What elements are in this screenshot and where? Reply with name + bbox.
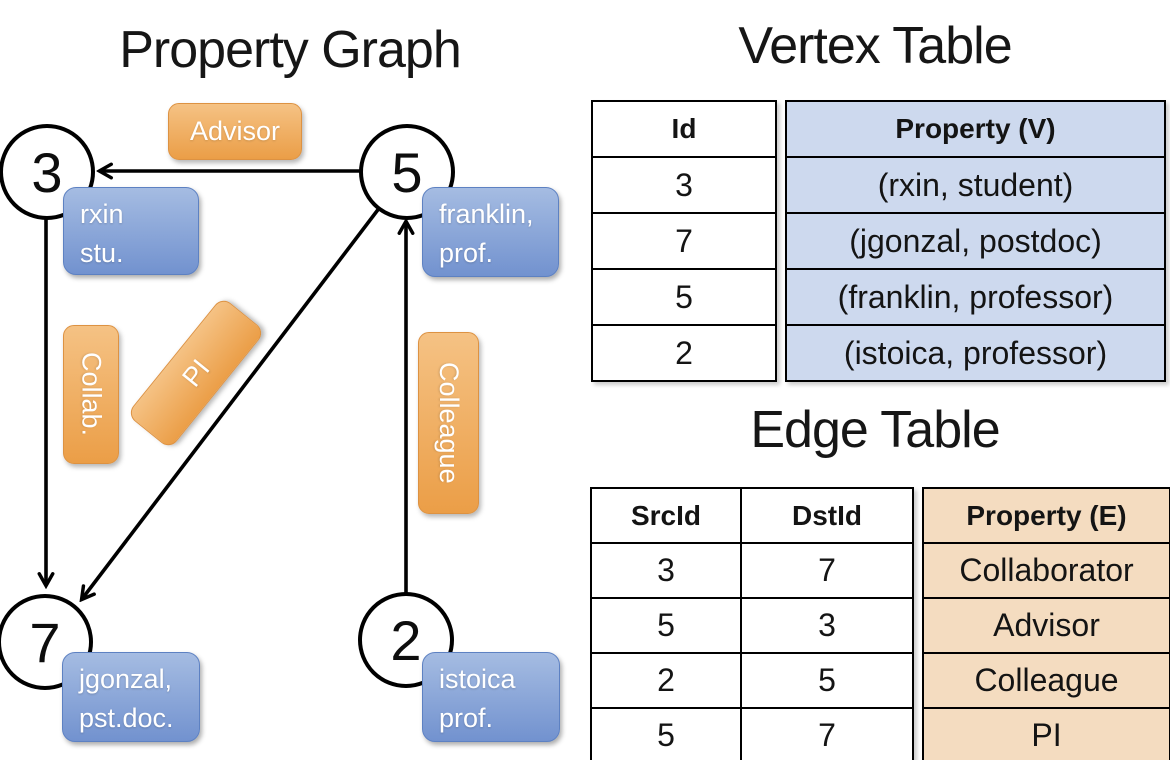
edge-table-dstid-column: DstId 7 3 5 7 xyxy=(742,489,912,760)
edge-property-cell: Advisor xyxy=(924,599,1169,654)
graph-node-3: 3 xyxy=(0,124,95,220)
edge-dst-cell: 7 xyxy=(742,544,912,599)
vertex-id-cell: 3 xyxy=(593,158,775,214)
graph-node-5: 5 xyxy=(359,124,455,220)
column-header-id: Id xyxy=(593,102,775,158)
edge-src-cell: 3 xyxy=(592,544,740,599)
vertex-id-cell: 5 xyxy=(593,270,775,326)
vertex-property-line: rxin xyxy=(80,199,124,229)
node-id-label: 5 xyxy=(391,140,423,204)
vertex-property-line: jgonzal, xyxy=(79,664,173,694)
vertex-property-line: prof. xyxy=(439,238,494,268)
vertex-table-property-column: Property (V) (rxin, student) (jgonzal, p… xyxy=(785,100,1166,382)
vertex-property-line: prof. xyxy=(439,703,494,733)
edge-dst-cell: 5 xyxy=(742,654,912,709)
column-header-srcid: SrcId xyxy=(592,489,740,544)
edge-property-cell: Collaborator xyxy=(924,544,1169,599)
vertex-property-cell: (franklin, professor) xyxy=(787,270,1164,326)
vertex-property-box-3: rxin stu. xyxy=(63,187,199,275)
vertex-property-line: stu. xyxy=(80,238,124,268)
edge-label-colleague: Colleague xyxy=(418,332,479,514)
edge-dst-cell: 3 xyxy=(742,599,912,654)
edge-table-id-columns: SrcId 3 5 2 5 DstId 7 3 5 7 xyxy=(590,487,914,760)
vertex-id-cell: 7 xyxy=(593,214,775,270)
edge-label-pi: PI xyxy=(126,296,266,450)
edge-table-property-column: Property (E) Collaborator Advisor Collea… xyxy=(922,487,1170,760)
vertex-property-box-2: istoica prof. xyxy=(422,652,560,742)
edge-dst-cell: 7 xyxy=(818,717,836,753)
edge-table: SrcId 3 5 2 5 DstId 7 3 5 7 Property (E)… xyxy=(590,487,1170,760)
edge-property-cell: Colleague xyxy=(924,654,1169,709)
edge-property-cell: PI xyxy=(924,709,1169,760)
vertex-property-cell: (rxin, student) xyxy=(787,158,1164,214)
vertex-property-box-5: franklin, prof. xyxy=(422,187,559,277)
edge-label-advisor: Advisor xyxy=(168,103,302,160)
node-id-label: 7 xyxy=(29,610,61,674)
column-header-dstid: DstId xyxy=(742,489,912,544)
column-header-property-e: Property (E) xyxy=(924,489,1169,544)
node-id-label: 2 xyxy=(390,608,422,672)
edge-src-cell: 5 xyxy=(657,717,675,753)
edge-label-collab: Collab. xyxy=(63,325,119,464)
edge-table-title: Edge Table xyxy=(750,401,1000,459)
vertex-property-line: istoica xyxy=(439,664,516,694)
vertex-property-line: franklin, xyxy=(439,199,534,229)
vertex-property-line: pst.doc. xyxy=(79,703,174,733)
edge-src-cell: 5 xyxy=(592,599,740,654)
vertex-property-box-7: jgonzal, pst.doc. xyxy=(62,652,200,742)
vertex-table: Id 3 7 5 2 Property (V) (rxin, student) … xyxy=(591,100,1166,382)
node-id-label: 3 xyxy=(31,140,63,204)
vertex-property-cell: (istoica, professor) xyxy=(787,326,1164,380)
edge-table-srcid-column: SrcId 3 5 2 5 xyxy=(592,489,742,760)
vertex-property-cell: (jgonzal, postdoc) xyxy=(787,214,1164,270)
vertex-id-cell: 2 xyxy=(675,334,693,371)
column-header-property-v: Property (V) xyxy=(787,102,1164,158)
edge-src-cell: 2 xyxy=(592,654,740,709)
vertex-table-id-column: Id 3 7 5 2 xyxy=(591,100,777,382)
property-graph-title: Property Graph xyxy=(119,21,462,79)
vertex-table-title: Vertex Table xyxy=(738,17,1012,75)
